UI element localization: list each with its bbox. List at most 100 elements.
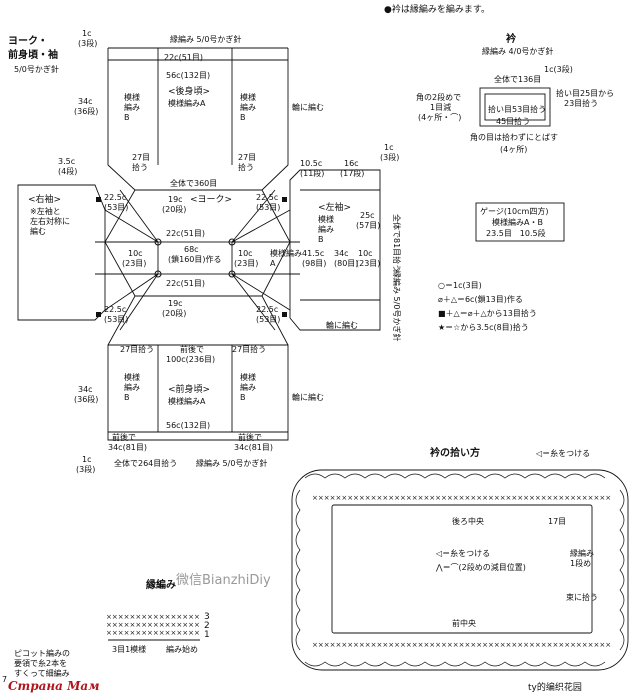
left-sleeve-panels [300, 189, 380, 301]
yoke-side-right2: (23目) [234, 259, 258, 268]
square-marker-icon [96, 312, 101, 317]
left-sleeve-w1: 10.5c [300, 159, 322, 168]
yoke-diag-left-top2: (53目) [104, 203, 128, 212]
left-sleeve-w2b: (17段) [340, 168, 364, 178]
gauge-title: ゲージ(10cm四方) [480, 206, 548, 216]
edging-stitch-row-1: ×××××××××××××××× [106, 629, 200, 637]
back-small-a: 3.5c [58, 157, 75, 166]
collar-subtitle: 縁編み 4/0号かぎ針 [482, 46, 553, 56]
collar-pickup-outer [291, 469, 629, 671]
collar-corner: 角の目は拾わずにとばす [470, 132, 558, 142]
front-foot-right2: 34c(81目) [234, 443, 273, 452]
back-panel-lines [157, 48, 233, 165]
back-width: 56c(132目) [166, 71, 210, 80]
yoke-bottom: 22c(51目) [166, 279, 205, 288]
yoke-title-line1: ヨーク・ [8, 35, 48, 47]
scallop-right [619, 489, 625, 651]
front-small-a2: (3段) [76, 464, 95, 474]
yoke-diag-left-bot: 22.5c [104, 305, 126, 314]
yoke-title-line2: 前身頃・袖 [8, 48, 58, 61]
neck-opening [157, 241, 233, 275]
square-marker-icon [96, 197, 101, 202]
back-height2: (36段) [74, 106, 98, 116]
legend-item-2: ⌀＋△＝6c(鎖13目)作る [438, 294, 523, 304]
stitch-marks: ××××××××××××××××××××××××××××××××××××××××… [106, 494, 611, 649]
back-height-a2: (3段) [78, 38, 97, 48]
yoke-diag-left-top: 22.5c [104, 193, 126, 202]
collar-box [479, 87, 551, 127]
right-sleeve-title: <右袖> [28, 193, 61, 205]
collar-inner-box [484, 93, 546, 121]
brand-left: Страна Мам [8, 679, 100, 693]
right-sleeve-outline [17, 184, 106, 321]
back-small-a2: (4段) [58, 166, 77, 176]
edging-row-3: 3 [204, 612, 210, 622]
front-foot-right: 前後で [238, 432, 262, 442]
edging-picot: ピコット編みの [14, 648, 70, 658]
left-sleeve-w3: 1c [384, 143, 394, 152]
edging-repeat: 3目1模様 [112, 644, 146, 654]
back-side-note: 輪に編む [292, 102, 324, 112]
collar-pick-d2: 23目拾う [564, 98, 598, 108]
scallop-left [295, 489, 301, 651]
marker-symbols [96, 197, 287, 317]
legend-item-3: ■＋△＝⌀＋△から13目拾う [438, 308, 537, 318]
gauge-box [475, 202, 565, 242]
yoke-needle: 5/0号かぎ針 [14, 64, 59, 74]
collar-pickup-bundle: 束に拾う [566, 592, 598, 602]
yoke-diag-right-top: 22.5c [256, 193, 278, 202]
front-pick-top2: 100c(236目) [166, 355, 215, 364]
yoke-side-left2: (23目) [122, 259, 146, 268]
page-number: 7 [2, 675, 7, 684]
square-marker-icon [282, 312, 287, 317]
left-sleeve-w1b: (11段) [300, 168, 324, 178]
left-sleeve-h1: 41.5c [302, 249, 324, 258]
front-small-a: 1c [82, 455, 92, 464]
left-sleeve-total-pick: 全体で81目拾う [392, 214, 402, 272]
corner-circle-icon [228, 270, 236, 278]
collar-pickup-decrease: ⋀＝⌒(2段めの減目位置) [435, 562, 526, 572]
collar-pickup-edge: 縁編み [570, 548, 594, 558]
right-sleeve-note: ※左袖と左右対称に編む [30, 206, 70, 236]
collar-pickup-inner [331, 504, 593, 634]
collar-pick-b: 拾い目53目拾う [488, 104, 546, 114]
yoke-side-left: 10c [128, 249, 143, 258]
front-total: 全体で264目拾う [114, 458, 177, 468]
edging-picot2: 要領で糸2本を [14, 658, 67, 668]
edging-start: 編み始め [166, 644, 198, 654]
back-pick-right: 27目拾う [238, 153, 256, 172]
left-sleeve-h2b: (80目) [334, 259, 358, 268]
collar-pickup-thread2: ◁＝糸をつける [435, 548, 490, 558]
header-note: ●衿は縁編みを編みます。 [384, 3, 490, 15]
collar-pick-a3: (4ヶ所・⌒) [418, 112, 461, 122]
legend-item-1: ○＝1c(3目) [438, 281, 482, 290]
brand-right: ty的编织花园 [528, 681, 582, 693]
collar-pickup-title: 衿の拾い方 [430, 446, 480, 459]
left-sleeve-cuff: 25c [360, 211, 375, 220]
yoke-top: 22c(51目) [166, 229, 205, 238]
corner-circle-icon [154, 270, 162, 278]
gauge-values: 23.5目 10.5段 [486, 228, 546, 238]
collar-total: 全体で136目 [494, 74, 541, 84]
front-pick-top: 前後で [180, 344, 204, 354]
back-height-a: 1c [82, 29, 92, 38]
back-title: <後身頃> [168, 85, 210, 97]
corner-circle-icon [228, 238, 236, 246]
edging-stitch-row-3: ×××××××××××××××× [106, 613, 200, 621]
left-sleeve-title: <左袖> [318, 201, 351, 213]
front-height: 34c [78, 385, 93, 394]
collar-pick-a: 角の2段めで [416, 92, 461, 102]
front-pick-right: 27目拾う [232, 344, 266, 354]
yoke-diag-right-bot2: (53目) [256, 315, 280, 324]
pattern-lines [17, 47, 629, 671]
collar-pick-a2: 1目減 [430, 102, 451, 112]
left-sleeve-outline [289, 169, 381, 331]
collar-pick-d: 拾い目25目から [556, 88, 614, 98]
yoke-radial-lines [95, 189, 300, 331]
collar-rows: 1c(3段) [544, 64, 573, 74]
